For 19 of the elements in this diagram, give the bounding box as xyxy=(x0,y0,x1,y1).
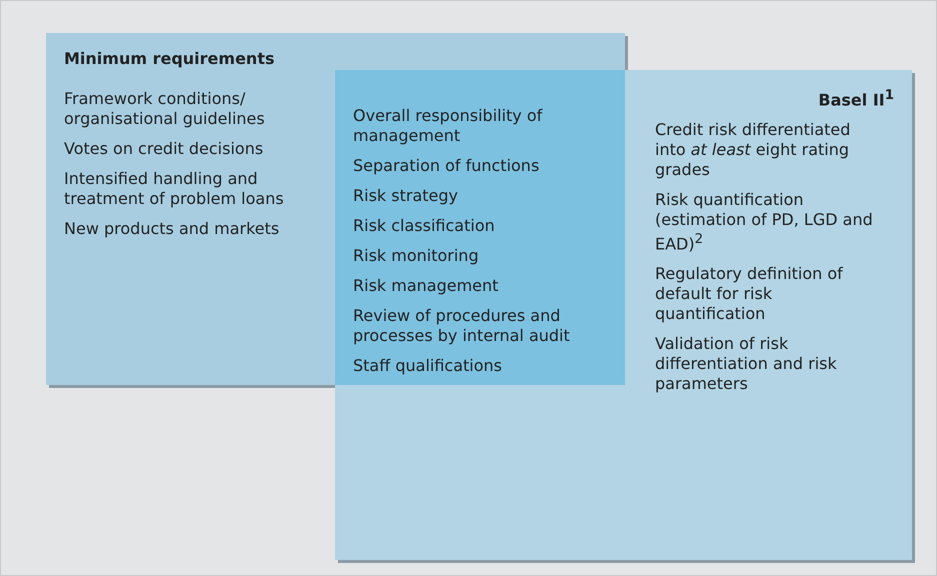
list-item: Regulatory definition of default for risk quantification xyxy=(655,264,844,324)
list-item: Risk quantification (estimation of PD, LGD and EAD)$^{2}$ xyxy=(655,190,874,254)
list-item: Intensified handling and treatment of problem loans xyxy=(64,169,285,209)
list-item: Risk classification xyxy=(353,216,496,236)
list-item: Staff qualifications xyxy=(353,356,503,376)
list-item: Risk management xyxy=(353,276,500,296)
list-item: Review of procedures and processes by internal audit xyxy=(353,306,571,346)
panel-heading: Minimum requirements xyxy=(64,49,274,69)
list-item: Risk strategy xyxy=(353,186,459,206)
list-item: Overall responsibility of management xyxy=(353,106,544,146)
list-item: Credit risk differentiated into at least eight rating grades xyxy=(655,120,852,180)
list-item: Risk monitoring xyxy=(353,246,480,266)
list-item: Votes on credit decisions xyxy=(64,139,264,159)
overlap-panel xyxy=(335,70,625,385)
panel-heading: Basel II$^{1}$ xyxy=(818,87,894,110)
list-item: New products and markets xyxy=(64,219,280,239)
list-item: Framework conditions/ organisational guidelines xyxy=(64,89,266,129)
list-item: Validation of risk differentiation and risk parameters xyxy=(655,334,838,394)
list-item: Separation of functions xyxy=(353,156,540,176)
